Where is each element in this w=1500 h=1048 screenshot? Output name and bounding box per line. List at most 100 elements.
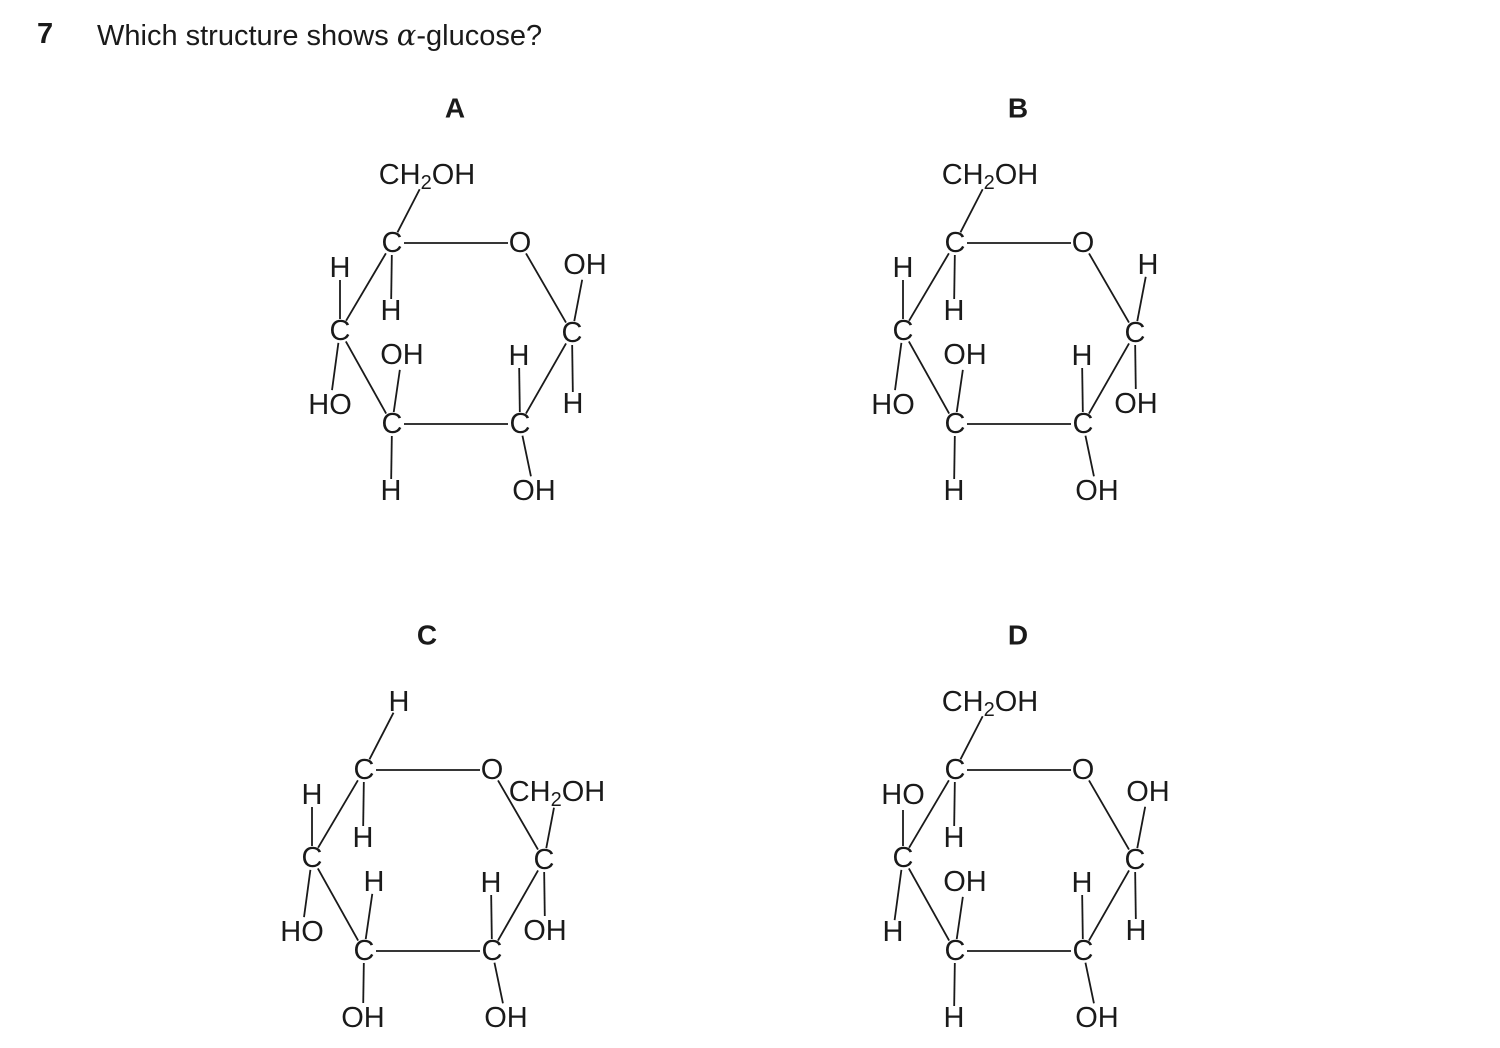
bond-c5-c4 bbox=[345, 252, 387, 322]
bond-c5-c4 bbox=[317, 779, 359, 849]
atom-c2: C bbox=[1073, 408, 1094, 440]
bond-c3-c3-h bbox=[390, 435, 393, 480]
atom-c3: C bbox=[354, 935, 375, 967]
atom-c5: C bbox=[354, 754, 375, 786]
atom-c5-h: H bbox=[381, 295, 402, 327]
bond-c3-c3-h bbox=[362, 962, 365, 1004]
bond-c2-h-c2 bbox=[490, 894, 493, 940]
atom-c4-oh: HO bbox=[280, 916, 324, 948]
atom-c5-h: H bbox=[944, 295, 965, 327]
atom-c1: C bbox=[562, 317, 583, 349]
bond-c1-sub-c1 bbox=[1136, 806, 1147, 849]
atom-ring-o: O bbox=[481, 754, 504, 786]
bond-c4-c3 bbox=[345, 341, 387, 414]
atom-c4-h: HO bbox=[881, 779, 925, 811]
bond-c2-h-c2 bbox=[1081, 894, 1084, 940]
bond-c1-sub-c1 bbox=[1136, 276, 1147, 322]
atom-c5: C bbox=[945, 227, 966, 259]
atom-top: CH2OH bbox=[942, 159, 1039, 194]
bond-c2-h-c2 bbox=[1081, 367, 1084, 413]
bond-top-c5 bbox=[368, 712, 395, 760]
bond-c4-c3 bbox=[908, 868, 950, 941]
bond-c2-c1 bbox=[497, 869, 539, 942]
atom-c2-oh: OH bbox=[1075, 475, 1119, 507]
bond-c2-c1 bbox=[1088, 342, 1130, 415]
bond-c2-c2-oh bbox=[493, 962, 504, 1004]
atom-c2-h: H bbox=[1072, 867, 1093, 899]
atom-ring-o: O bbox=[1072, 227, 1095, 259]
atom-c3-h: H bbox=[944, 1002, 965, 1034]
question-text-before: Which structure shows bbox=[97, 20, 397, 52]
atom-c1-sub2: H bbox=[563, 388, 584, 420]
bond-c2-c2-oh bbox=[1084, 962, 1095, 1004]
question-number: 7 bbox=[37, 18, 54, 50]
bond-top-c5 bbox=[959, 188, 984, 233]
atom-c2-h: H bbox=[509, 340, 530, 372]
atom-c2-h: H bbox=[481, 867, 502, 899]
bond-c5-c4 bbox=[908, 779, 950, 849]
atom-c1: C bbox=[534, 844, 555, 876]
bond-c2-c2-oh bbox=[521, 435, 532, 477]
atom-c1-sub: OH bbox=[563, 249, 607, 281]
bond-c1-ring-o bbox=[497, 779, 539, 851]
atom-c2-h: H bbox=[1072, 340, 1093, 372]
atom-c5: C bbox=[382, 227, 403, 259]
atom-c4-h: H bbox=[893, 252, 914, 284]
bond-c3-oh-c3 bbox=[955, 369, 964, 413]
atom-c2-oh: OH bbox=[512, 475, 556, 507]
atom-c4-oh: H bbox=[883, 916, 904, 948]
atom-c3-h: OH bbox=[341, 1002, 385, 1034]
atom-c5-h: H bbox=[353, 822, 374, 854]
option-letter: B bbox=[1008, 93, 1028, 124]
atom-c4-oh: HO bbox=[308, 389, 352, 421]
bond-c4-c4-oh bbox=[893, 869, 903, 921]
atom-top: H bbox=[389, 686, 410, 718]
atom-c4: C bbox=[893, 315, 914, 347]
atom-top: CH2OH bbox=[379, 159, 476, 194]
bond-c1-ring-o bbox=[1088, 779, 1130, 851]
bond-c2-c2-oh bbox=[1084, 435, 1095, 477]
atom-c4-oh: HO bbox=[871, 389, 915, 421]
atom-ring-o: O bbox=[1072, 754, 1095, 786]
bond-c3-oh-c3 bbox=[955, 896, 964, 940]
bond-c4-c3 bbox=[317, 868, 359, 941]
atom-c3: C bbox=[945, 935, 966, 967]
atom-c3-h: H bbox=[944, 475, 965, 507]
bond-c2-h-c2 bbox=[518, 367, 521, 413]
bond-c1-sub-c1 bbox=[545, 807, 555, 849]
bond-c4-c4-oh bbox=[303, 869, 312, 918]
bond-c1-c1-sub2 bbox=[571, 344, 574, 393]
atom-c1-sub: OH bbox=[1126, 776, 1170, 808]
atom-c4: C bbox=[330, 315, 351, 347]
bond-c1-c1-sub2 bbox=[1134, 871, 1137, 920]
atom-top: CH2OH bbox=[942, 686, 1039, 721]
bond-top-c5 bbox=[396, 188, 421, 233]
bond-c5-c5-h bbox=[953, 254, 956, 300]
bond-c3-oh-c3 bbox=[364, 893, 374, 940]
bond-c4-c4-oh bbox=[331, 342, 340, 391]
atom-c1-sub: H bbox=[1138, 249, 1159, 281]
option-letter: D bbox=[1008, 620, 1028, 651]
atom-c3: C bbox=[945, 408, 966, 440]
atom-c4: C bbox=[302, 842, 323, 874]
bond-c2-c1 bbox=[1088, 869, 1130, 942]
bond-c2-c1 bbox=[525, 342, 567, 415]
atom-c4: C bbox=[893, 842, 914, 874]
alpha-symbol: α bbox=[396, 18, 417, 52]
option-letter: A bbox=[445, 93, 465, 124]
atom-c2: C bbox=[482, 935, 503, 967]
bond-c5-c5-h bbox=[953, 781, 956, 827]
atom-c1-sub2: OH bbox=[523, 915, 567, 947]
atom-c3-oh: H bbox=[364, 866, 385, 898]
atom-c1-sub2: H bbox=[1126, 915, 1147, 947]
atom-c4-h: H bbox=[330, 252, 351, 284]
option-letter: C bbox=[417, 620, 437, 651]
atom-c2: C bbox=[510, 408, 531, 440]
question-text-after: -glucose? bbox=[416, 20, 543, 52]
bond-c3-oh-c3 bbox=[392, 369, 401, 413]
